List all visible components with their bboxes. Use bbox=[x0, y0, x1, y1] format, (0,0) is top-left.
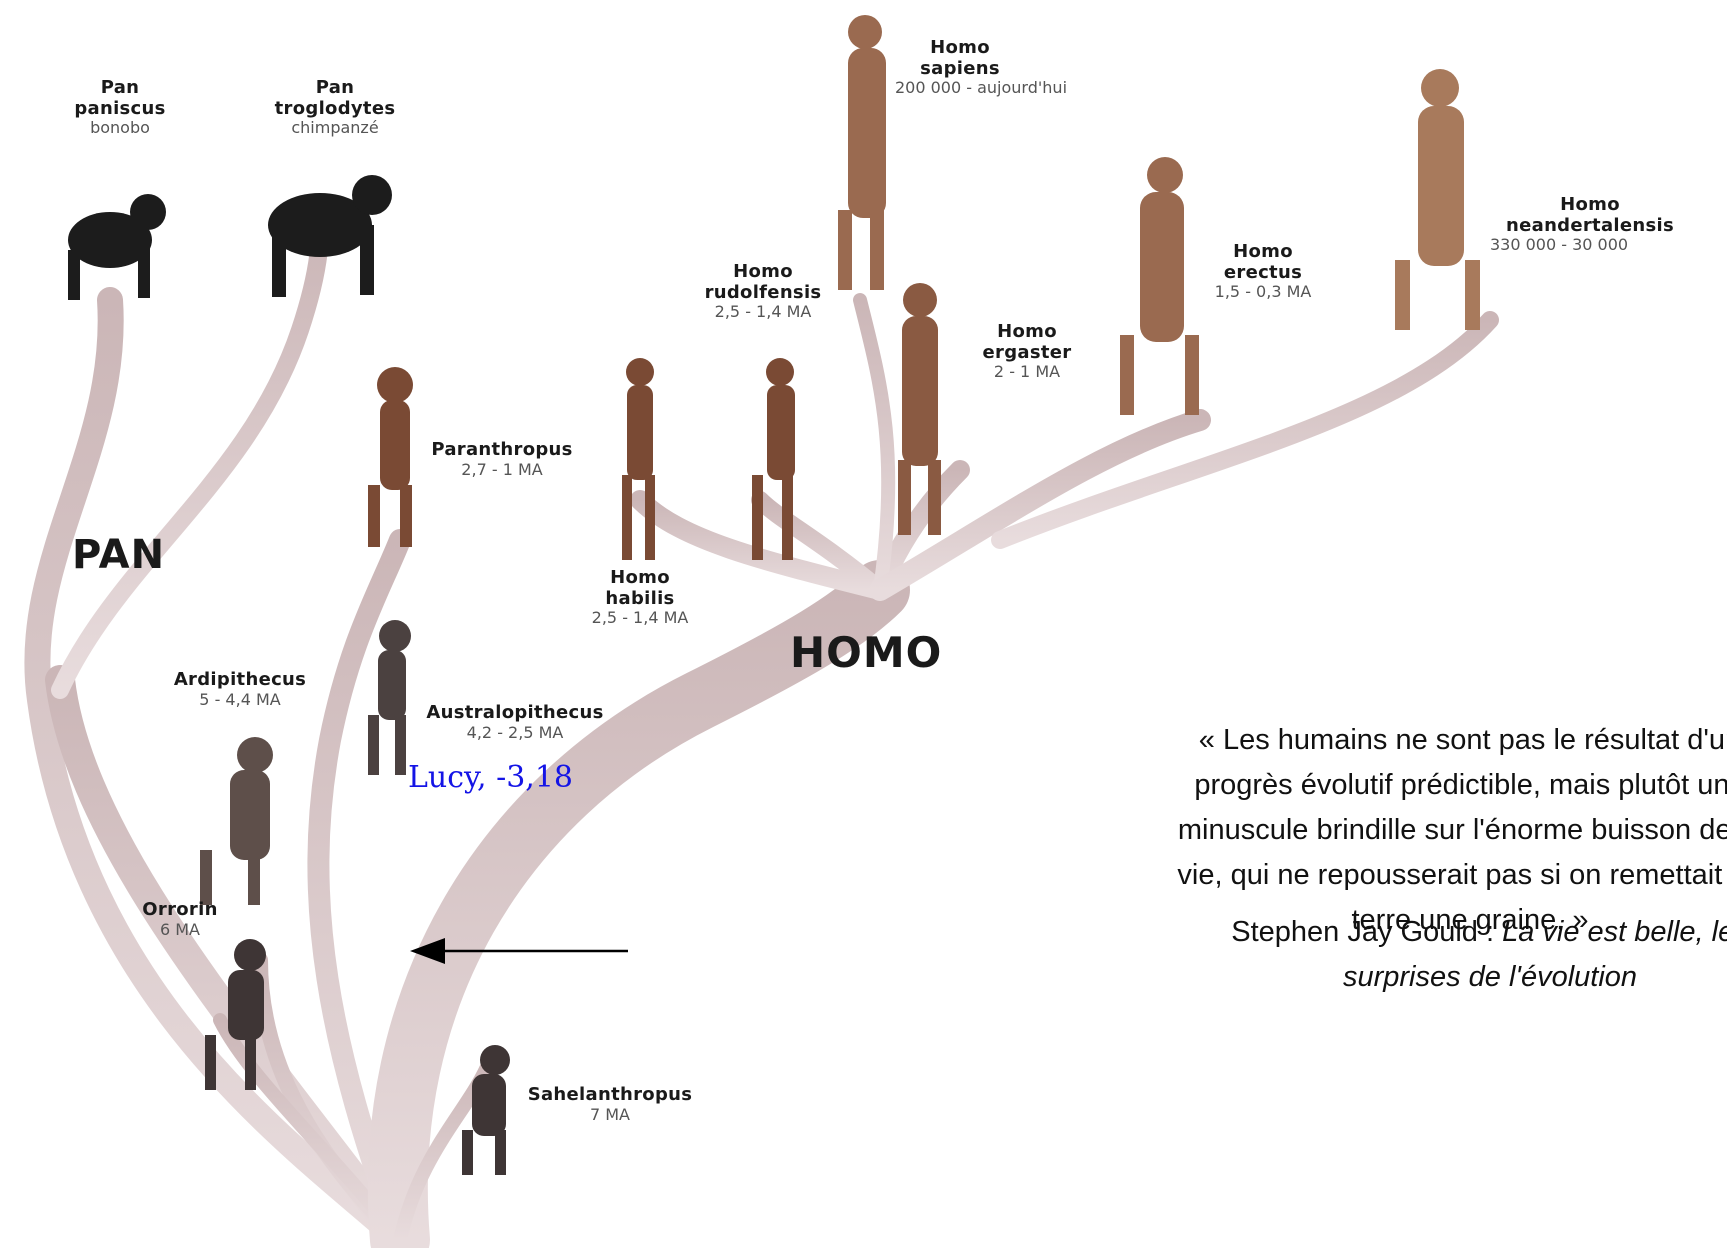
label-australopithecus: Australopithecus 4,2 - 2,5 MA bbox=[400, 703, 630, 742]
species-dates: 200 000 - aujourd'hui bbox=[895, 79, 1155, 97]
species-dates: 1,5 - 0,3 MA bbox=[1198, 283, 1328, 301]
species-dates: 2,7 - 1 MA bbox=[412, 461, 592, 479]
species-name: Homo erectus bbox=[1198, 242, 1328, 283]
quote-author: Stephen Jay Gould : bbox=[1231, 916, 1502, 948]
label-pan-troglodytes: Pan troglodytes chimpanzé bbox=[255, 78, 415, 138]
species-name: Homo habilis bbox=[575, 568, 705, 609]
figure-australopithecus bbox=[368, 620, 411, 775]
lucy-annotation: Lucy, -3,18 bbox=[408, 760, 573, 795]
label-paranthropus: Paranthropus 2,7 - 1 MA bbox=[412, 440, 592, 479]
species-name: Australopithecus bbox=[400, 703, 630, 724]
figure-paranthropus bbox=[368, 367, 413, 547]
species-name: Orrorin bbox=[130, 900, 230, 921]
label-pan-paniscus: Pan paniscus bonobo bbox=[55, 78, 185, 138]
figure-homo-sapiens bbox=[838, 15, 886, 290]
species-dates: 4,2 - 2,5 MA bbox=[400, 724, 630, 742]
figure-homo-neanderthalensis bbox=[1395, 69, 1480, 330]
species-dates: 330 000 - 30 000 bbox=[1490, 236, 1720, 254]
label-homo-sapiens: Homo sapiens 200 000 - aujourd'hui bbox=[895, 38, 1155, 98]
label-homo-ergaster: Homo ergaster 2 - 1 MA bbox=[962, 322, 1092, 382]
species-name: Pan paniscus bbox=[55, 78, 185, 119]
label-orrorin: Orrorin 6 MA bbox=[130, 900, 230, 939]
species-name: Paranthropus bbox=[412, 440, 592, 461]
figure-ardipithecus bbox=[200, 737, 273, 905]
genus-homo-label: HOMO bbox=[790, 628, 942, 677]
arrow-pointer bbox=[410, 938, 628, 964]
label-homo-rudolfensis: Homo rudolfensis 2,5 - 1,4 MA bbox=[678, 262, 848, 322]
figure-homo-habilis bbox=[622, 358, 655, 560]
species-name: Pan troglodytes bbox=[255, 78, 415, 119]
species-dates: 2,5 - 1,4 MA bbox=[678, 303, 848, 321]
quote-attribution: Stephen Jay Gould : La vie est belle, le… bbox=[1230, 910, 1727, 1000]
species-dates: 5 - 4,4 MA bbox=[160, 691, 320, 709]
label-sahelanthropus: Sahelanthropus 7 MA bbox=[510, 1085, 710, 1124]
species-name: Homo ergaster bbox=[962, 322, 1092, 363]
species-dates: 6 MA bbox=[130, 921, 230, 939]
label-ardipithecus: Ardipithecus 5 - 4,4 MA bbox=[160, 670, 320, 709]
species-name: Ardipithecus bbox=[160, 670, 320, 691]
species-name: Sahelanthropus bbox=[510, 1085, 710, 1106]
label-homo-habilis: Homo habilis 2,5 - 1,4 MA bbox=[575, 568, 705, 628]
figure-homo-rudolfensis bbox=[752, 358, 795, 560]
species-name: Homo sapiens bbox=[895, 38, 1025, 79]
species-dates: 2,5 - 1,4 MA bbox=[575, 609, 705, 627]
label-homo-neanderthalensis: Homo neandertalensis 330 000 - 30 000 bbox=[1490, 195, 1720, 255]
figure-homo-ergaster bbox=[898, 283, 941, 535]
species-dates: 2 - 1 MA bbox=[962, 363, 1092, 381]
figure-homo-erectus bbox=[1120, 157, 1199, 415]
species-name: Homo neandertalensis bbox=[1490, 195, 1690, 236]
label-homo-erectus: Homo erectus 1,5 - 0,3 MA bbox=[1198, 242, 1328, 302]
species-dates: 7 MA bbox=[510, 1106, 710, 1124]
species-common-name: bonobo bbox=[55, 119, 185, 137]
species-common-name: chimpanzé bbox=[255, 119, 415, 137]
species-name: Homo rudolfensis bbox=[678, 262, 848, 303]
figure-chimpanzee bbox=[268, 175, 392, 297]
genus-pan-label: PAN bbox=[72, 532, 165, 578]
figure-bonobo bbox=[68, 194, 166, 300]
